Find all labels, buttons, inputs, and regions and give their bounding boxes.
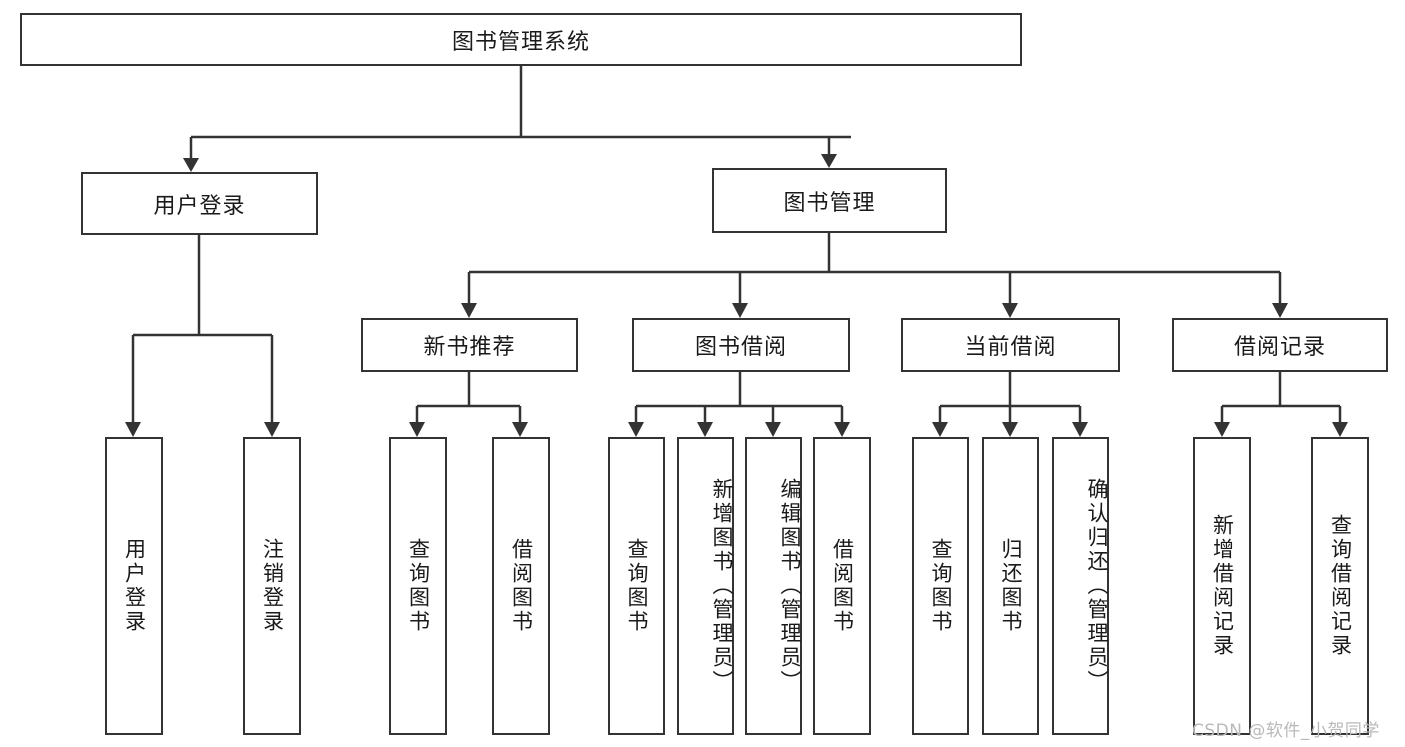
leaf-user-login-label: 用户登录: [122, 538, 147, 634]
leaf-return-book-label: 归还图书: [999, 538, 1023, 634]
node-current-borrow-label: 当前借阅: [964, 335, 1057, 360]
leaf-edit-book-admin[interactable]: 编辑图书（管理员）: [745, 437, 802, 735]
leaf-user-login[interactable]: 用户登录: [105, 437, 163, 735]
leaf-logout[interactable]: 注销登录: [243, 437, 301, 735]
leaf-confirm-return-admin[interactable]: 确认归还（管理员）: [1052, 437, 1109, 735]
leaf-query-borrow-record-label: 查询借阅记录: [1328, 514, 1353, 658]
arrow-leaf-nb2: [512, 422, 528, 437]
arrow-user-login: [183, 158, 199, 172]
leaf-query-book-borrow[interactable]: 查询图书: [608, 437, 665, 735]
arrow-leaf-b2: [697, 422, 713, 437]
leaf-query-book-nb-label: 查询图书: [406, 538, 431, 634]
node-book-borrow[interactable]: 图书借阅: [632, 318, 850, 372]
leaf-query-book-current[interactable]: 查询图书: [912, 437, 969, 735]
node-user-login-label: 用户登录: [153, 193, 246, 219]
arrow-new-book: [461, 303, 477, 318]
leaf-confirm-return-admin-label: 确认归还（管理员）: [1085, 478, 1109, 694]
arrow-leaf-r1: [1214, 422, 1230, 437]
arrow-leaf-b3: [765, 422, 781, 437]
leaf-add-borrow-record-label: 新增借阅记录: [1210, 514, 1235, 658]
node-new-book-recommend-label: 新书推荐: [423, 335, 516, 360]
node-borrow-record-label: 借阅记录: [1233, 335, 1326, 360]
leaf-borrow-book-nb-label: 借阅图书: [509, 538, 534, 634]
arrow-leaf-c2: [1002, 422, 1018, 437]
leaf-add-borrow-record[interactable]: 新增借阅记录: [1193, 437, 1251, 735]
leaf-add-book-admin-label: 新增图书（管理员）: [710, 478, 734, 694]
leaf-query-book-nb[interactable]: 查询图书: [389, 437, 447, 735]
leaf-borrow-book[interactable]: 借阅图书: [813, 437, 871, 735]
leaf-add-book-admin[interactable]: 新增图书（管理员）: [677, 437, 734, 735]
arrow-leaf-r2: [1332, 422, 1348, 437]
leaf-borrow-book-label: 借阅图书: [830, 538, 855, 634]
arrow-leaf-nb1: [409, 422, 425, 437]
node-book-borrow-label: 图书借阅: [694, 335, 787, 360]
arrow-leaf-b1: [628, 422, 644, 437]
leaf-edit-book-admin-label: 编辑图书（管理员）: [778, 478, 802, 694]
arrow-borrow: [732, 303, 748, 318]
arrow-leaf-b4: [834, 422, 850, 437]
node-book-management[interactable]: 图书管理: [712, 168, 947, 233]
leaf-borrow-book-nb[interactable]: 借阅图书: [492, 437, 550, 735]
node-current-borrow[interactable]: 当前借阅: [901, 318, 1120, 372]
node-root[interactable]: 图书管理系统: [20, 13, 1022, 66]
leaf-query-book-current-label: 查询图书: [929, 538, 953, 634]
arrow-leaf-c1: [932, 422, 948, 437]
arrow-leaf-logout: [264, 422, 280, 437]
arrow-book-mgmt: [821, 154, 837, 168]
leaf-query-borrow-record[interactable]: 查询借阅记录: [1311, 437, 1369, 735]
node-root-label: 图书管理系统: [451, 29, 590, 55]
arrow-leaf-c3: [1072, 422, 1088, 437]
leaf-logout-label: 注销登录: [260, 538, 285, 634]
node-new-book-recommend[interactable]: 新书推荐: [361, 318, 578, 372]
arrow-record: [1272, 303, 1288, 318]
node-user-login[interactable]: 用户登录: [81, 172, 318, 235]
leaf-query-book-borrow-label: 查询图书: [625, 538, 649, 634]
node-book-management-label: 图书管理: [783, 190, 876, 216]
arrow-current: [1002, 303, 1018, 318]
leaf-return-book[interactable]: 归还图书: [982, 437, 1039, 735]
arrow-leaf-user-login: [125, 422, 141, 437]
node-borrow-record[interactable]: 借阅记录: [1172, 318, 1388, 372]
